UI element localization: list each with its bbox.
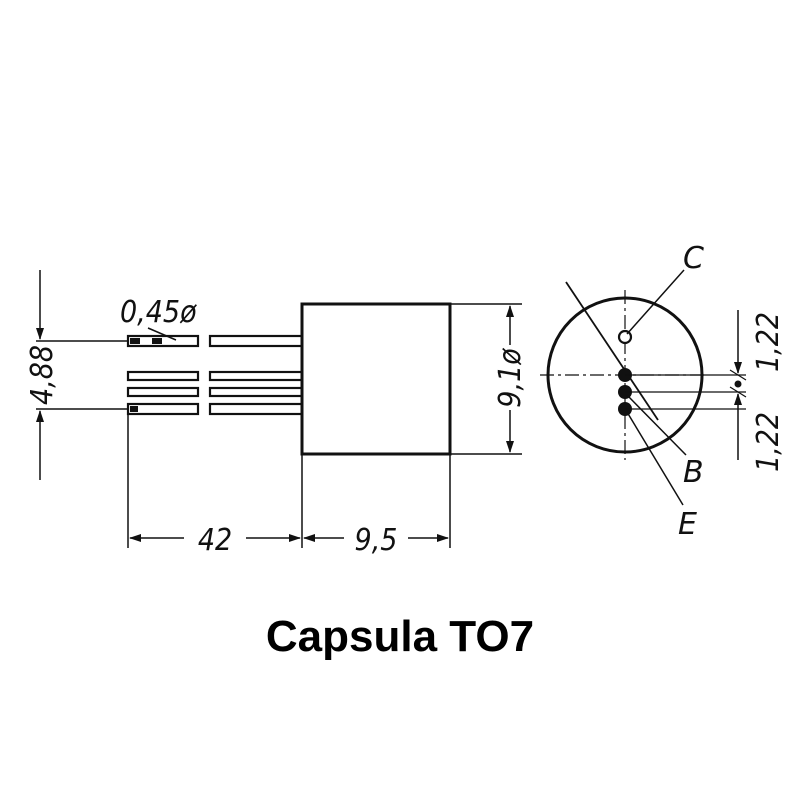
lead-length-label: 42 — [198, 523, 232, 558]
pin-pitch-top-label: 1,22 — [751, 312, 786, 372]
bottom-view — [540, 269, 746, 506]
pin-pitch-dimensions — [729, 310, 747, 460]
lead-spacing-label: 4,88 — [25, 345, 60, 405]
pin-label-collector: C — [683, 241, 704, 276]
length-dimensions — [127, 414, 451, 548]
body-diameter-label: 9,1ø — [493, 348, 528, 408]
lead-diameter-label: 0,45ø — [120, 295, 197, 330]
lead-spacing-dimension — [36, 270, 128, 480]
lead-end-marks — [130, 338, 162, 412]
orientation-tab-line — [565, 281, 659, 421]
pin-label-emitter: E — [678, 507, 697, 542]
package-body — [300, 302, 452, 456]
pin-pitch-bottom-label: 1,22 — [751, 412, 786, 472]
body-diameter-dimension — [450, 303, 522, 455]
package-caption: Capsula TO7 — [265, 612, 535, 661]
leads-side-view — [126, 334, 304, 416]
pin-collector — [617, 329, 633, 345]
lead-diameter-leader — [147, 327, 177, 341]
pin-label-base: B — [683, 455, 704, 490]
body-length-label: 9,5 — [355, 523, 398, 558]
